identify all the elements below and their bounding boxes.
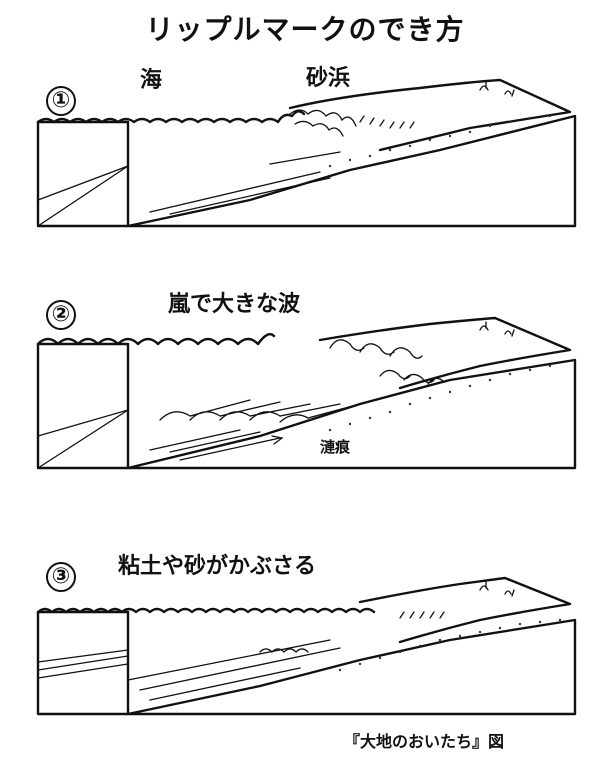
panel-3-sea-surface: [36, 607, 376, 614]
diagram-title: リップルマークのでき方: [145, 13, 465, 46]
panel-1-beach-surface: [288, 78, 572, 152]
panel-3-plants: [479, 581, 515, 597]
panel-2-current-arrow: [179, 437, 281, 461]
panel-2-caption: 嵐で大きな波: [168, 292, 301, 317]
panel-2-sea-surface: [36, 333, 276, 346]
panel-1-box: [36, 120, 130, 228]
panel-1-plants: [479, 81, 515, 97]
panel-2-diagram: [36, 316, 577, 470]
panel-1-diagram: [36, 78, 577, 228]
panel-3-seafloor: [126, 618, 577, 716]
panel-1-seafloor: [126, 114, 577, 228]
panel-2-seafloor: [126, 358, 577, 470]
panel-3-diagram: [36, 576, 577, 716]
panel-2-plants: [479, 321, 515, 337]
panel-1-beach-label: 砂浜: [306, 66, 351, 91]
panel-2-beach-surface: [318, 316, 572, 390]
panel-2-ripple-label: 漣痕: [320, 438, 351, 456]
panel-1-number: ①: [46, 86, 76, 116]
panel-3-sediment-layers: [127, 639, 341, 701]
source-credit: 『大地のおいたち』図: [344, 732, 505, 751]
panel-1-sea-label: 海: [140, 68, 163, 93]
panel-1-sea-surface: [36, 110, 306, 124]
panel-3-beach-surface: [358, 576, 572, 644]
panel-2-ripple-ridges: [159, 399, 361, 423]
panel-3-caption: 粘土や砂がかぶさる: [118, 554, 317, 579]
panel-3-number: ③: [46, 562, 76, 592]
panel-2-box: [36, 342, 130, 470]
panel-2-number: ②: [46, 300, 76, 330]
